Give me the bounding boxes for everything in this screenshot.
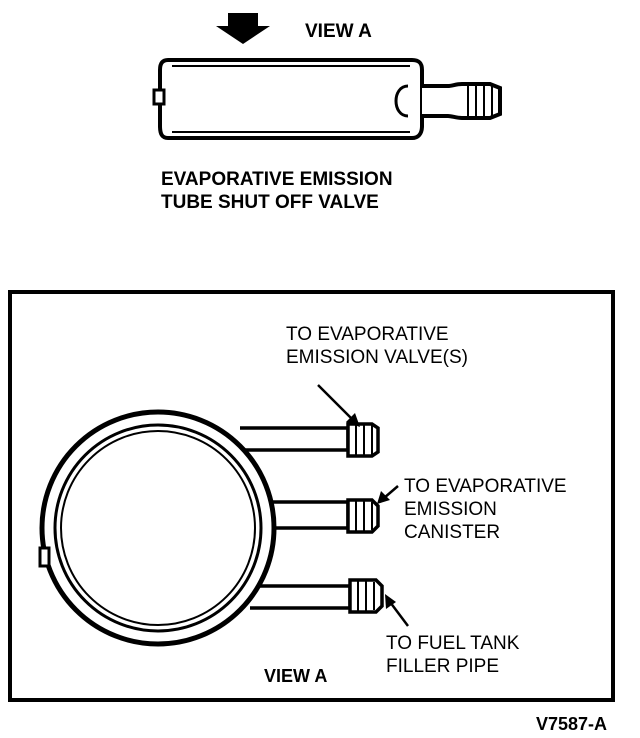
leader-arrow-filler	[385, 594, 409, 627]
label-canister-line3: CANISTER	[404, 522, 500, 543]
view-arrow-icon	[216, 11, 270, 44]
label-filler-line1: TO FUEL TANK	[386, 633, 520, 654]
detail-view-label: VIEW A	[264, 666, 327, 686]
view-arrow-label: VIEW A	[305, 21, 372, 42]
shutoff-valve-end-view	[38, 409, 384, 647]
label-valves-line2: EMISSION VALVE(S)	[286, 347, 468, 368]
label-canister-line2: EMISSION	[404, 499, 497, 520]
valve-caption-line2: TUBE SHUT OFF VALVE	[161, 192, 379, 213]
label-valves-line1: TO EVAPORATIVE	[286, 324, 449, 345]
leader-arrow-canister	[377, 485, 399, 504]
label-filler-line2: FILLER PIPE	[386, 656, 499, 677]
label-canister-line1: TO EVAPORATIVE	[404, 476, 567, 497]
valve-caption-line1: EVAPORATIVE EMISSION	[161, 169, 393, 190]
leader-arrow-valves	[317, 384, 360, 427]
detail-view-frame	[8, 290, 615, 702]
shutoff-valve-side-view	[152, 58, 502, 140]
figure-id: V7587-A	[536, 714, 607, 734]
